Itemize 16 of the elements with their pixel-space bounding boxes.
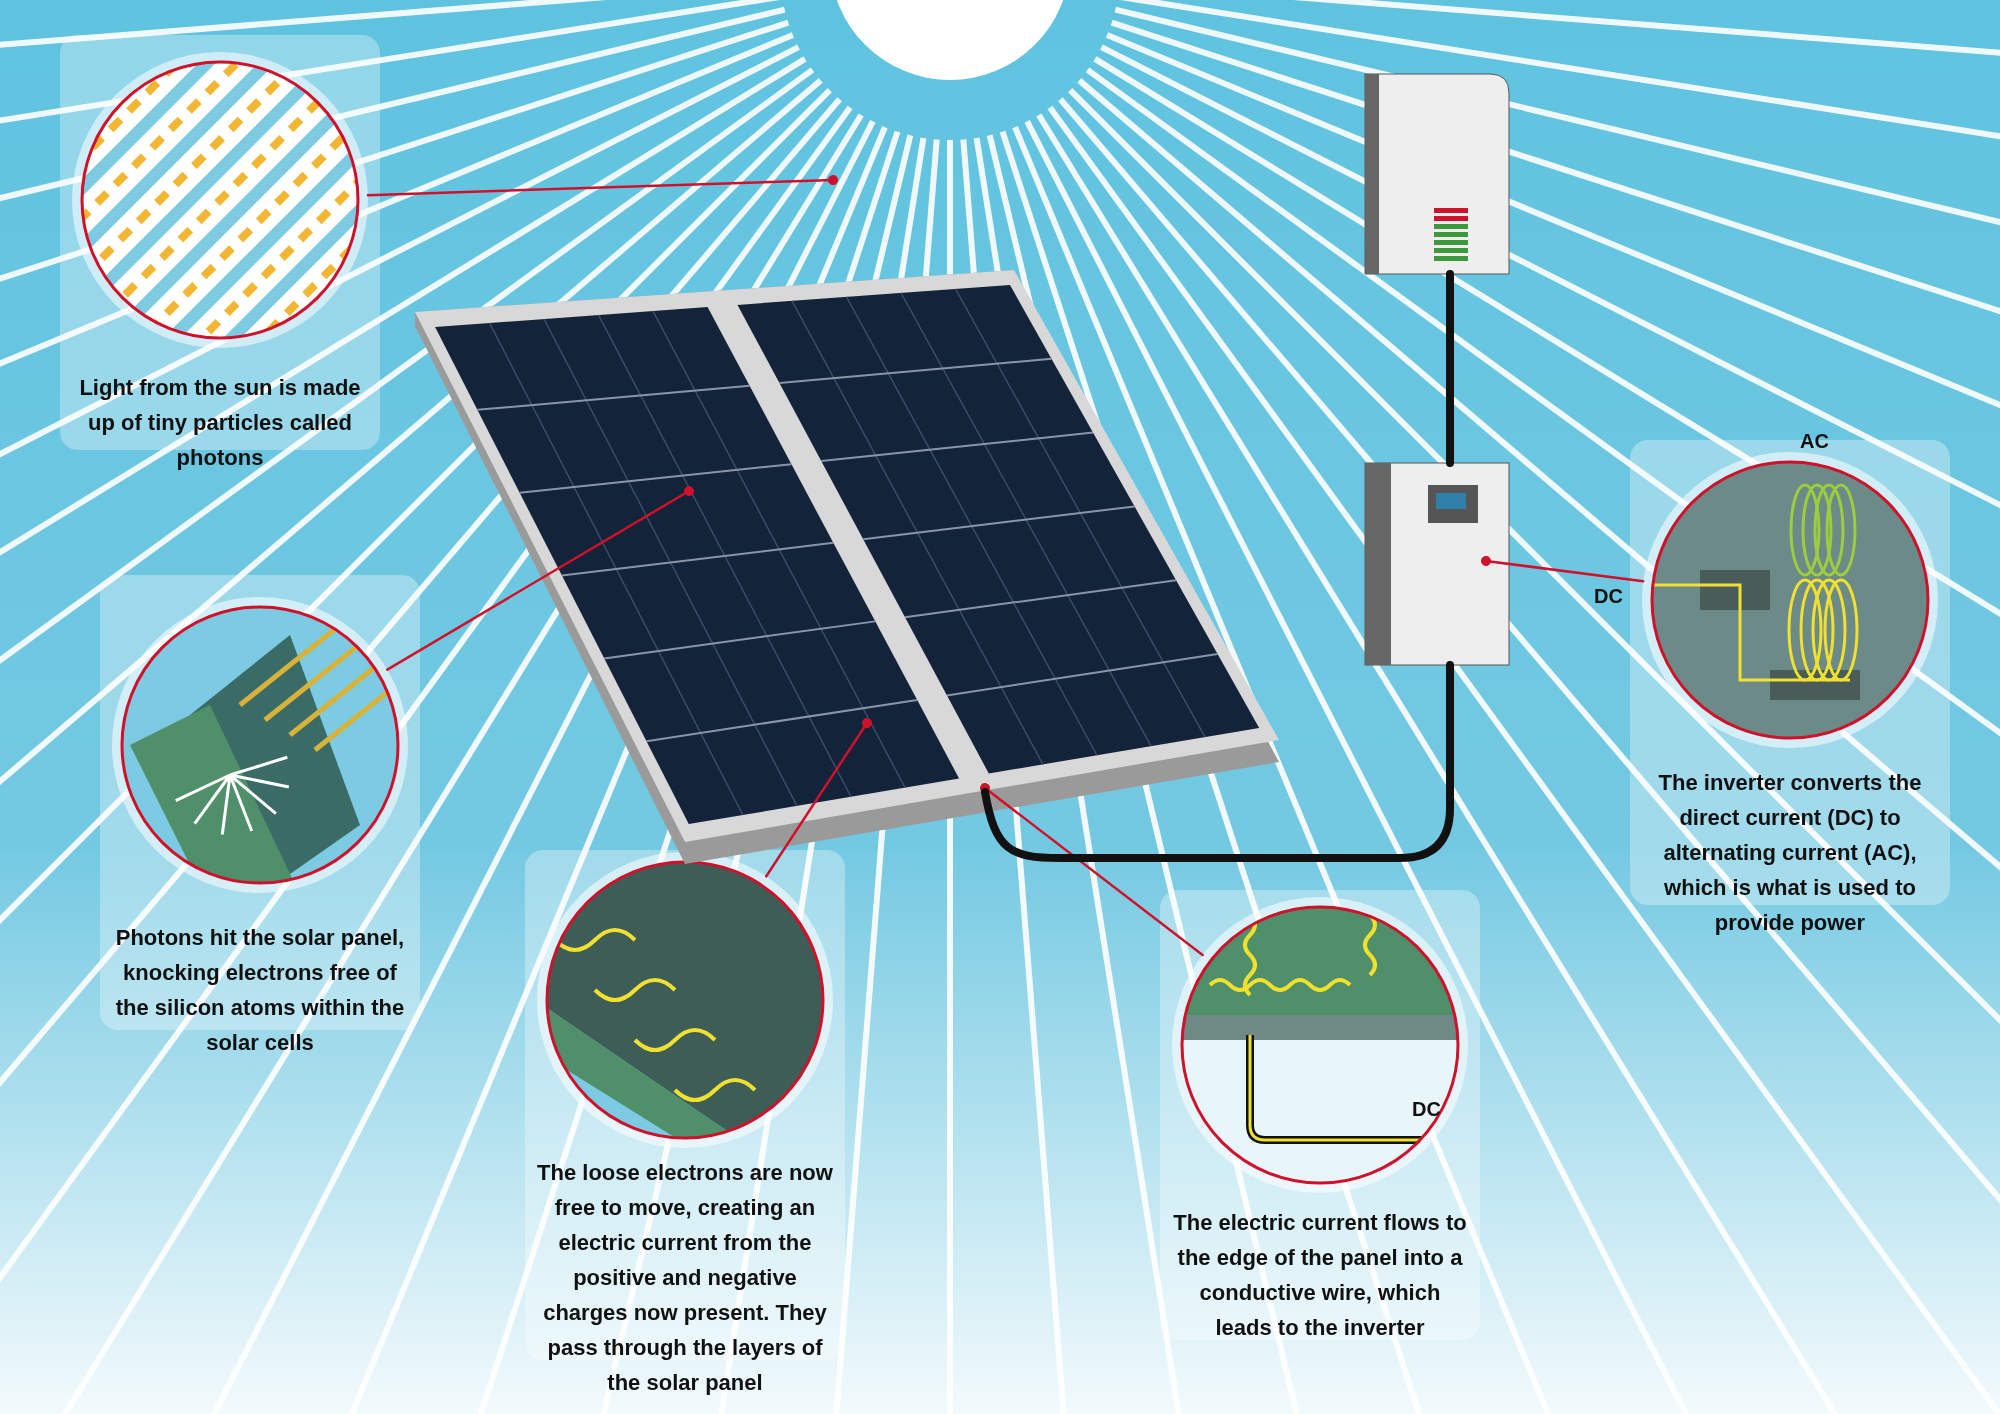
caption-text: The electric current flows to the edge of the panel into a conductive wire, which leads to the inverter xyxy=(1172,1209,1468,1342)
leader-line xyxy=(980,783,1204,957)
current-label: DC xyxy=(1594,585,1623,608)
current-label: DC xyxy=(1412,1098,1441,1121)
cable xyxy=(981,661,1454,862)
leader-line xyxy=(765,718,872,878)
caption-text: Photons hit the solar panel, knocking electrons free of the silicon atoms within the solar cells xyxy=(114,924,406,1057)
callout-card xyxy=(1160,890,1480,1340)
cable xyxy=(1446,270,1454,467)
caption-text: The inverter converts the direct current (DC) to alternating current (AC), which is what is used to provide power xyxy=(1657,769,1923,937)
caption-text: The loose electrons are now free to move, creating an electric current from the positive and negative charges now present. They pass through the layers of the solar panel xyxy=(536,1159,834,1397)
leader-line xyxy=(386,486,694,671)
leader-line xyxy=(1481,556,1645,583)
caption-text: Light from the sun is made up of tiny particles called photons xyxy=(78,374,362,472)
current-label: AC xyxy=(1800,430,1829,453)
leader-line xyxy=(366,175,838,197)
